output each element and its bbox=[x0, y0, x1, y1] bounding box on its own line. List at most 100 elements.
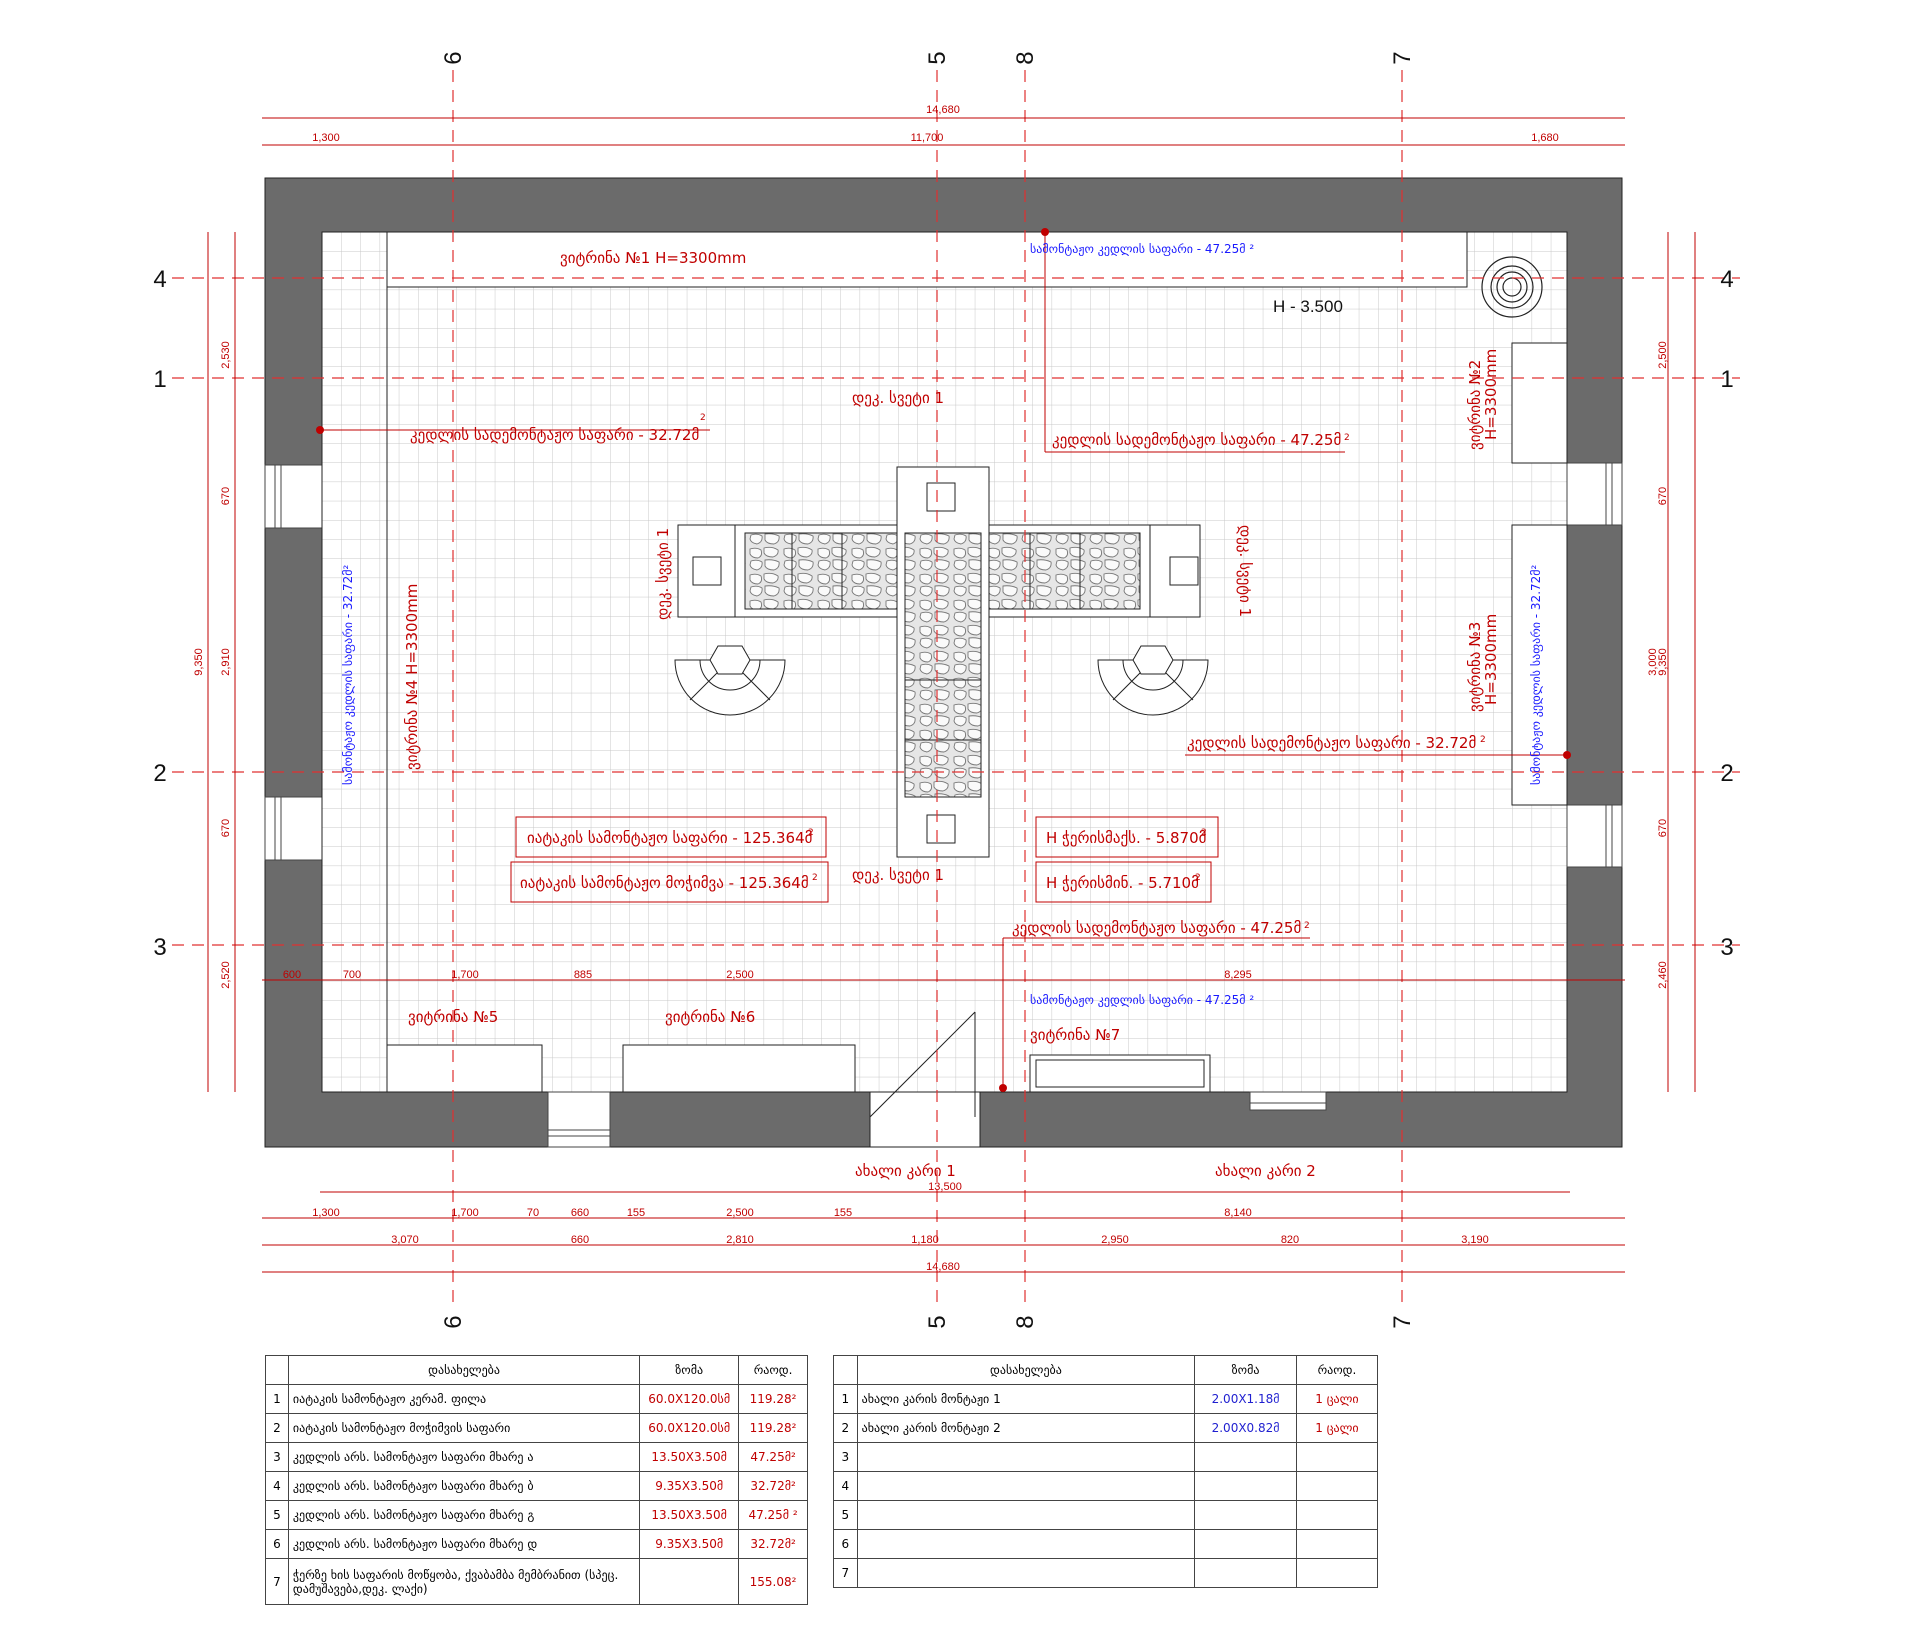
axis-label-bottom: 6 bbox=[440, 1315, 467, 1328]
dim-bottom-1: 155 bbox=[627, 1207, 645, 1219]
axis-lines bbox=[172, 70, 1740, 1310]
door-opening bbox=[869, 1011, 981, 1148]
demolish-left-label: კედლის სადემონტაჟო საფარი - 32.72მ bbox=[410, 426, 699, 444]
install-left-label: სამონტაჟო კედლის საფარი - 32.72მ² bbox=[341, 564, 355, 785]
window-5-label: ვიტრინა №5 bbox=[408, 1008, 498, 1026]
dek-column-left: დეკ. სვეტი 1 bbox=[654, 528, 672, 620]
header-cell: რაოდ. bbox=[1295, 1355, 1379, 1385]
axis-label-top: 6 bbox=[440, 51, 467, 64]
dim-right-inner: 2,500 bbox=[1657, 341, 1669, 369]
ceiling-max-label: H ჭერისმაქს. - 5.870მ bbox=[1046, 829, 1206, 847]
ceiling-max-box bbox=[1035, 816, 1219, 858]
window-openings bbox=[264, 462, 1623, 1148]
table-header: დასახელება ზომა რაოდ. bbox=[833, 1355, 1379, 1385]
window-2-label: ვიტრინა №2 bbox=[1466, 360, 1484, 450]
dim-bottom-1: 2,500 bbox=[726, 1207, 754, 1219]
dim-bottom-1: 660 bbox=[571, 1207, 589, 1219]
header-cell bbox=[265, 1355, 289, 1385]
header-cell: დასახელება bbox=[287, 1355, 641, 1385]
superscript-two: 2 bbox=[808, 828, 814, 838]
dim-right-inner: 670 bbox=[1657, 819, 1669, 837]
demolish-right-label: კედლის სადემონტაჟო საფარი - 32.72მ bbox=[1187, 734, 1476, 752]
dim-bottom-total: 14,680 bbox=[926, 1261, 960, 1273]
window-3-height: H=3300mm bbox=[1482, 614, 1500, 705]
superscript-two: 2 bbox=[1195, 873, 1201, 883]
header-cell bbox=[833, 1355, 858, 1385]
dim-right-outer: 9,350 bbox=[1657, 648, 1669, 676]
dim-right-inner: 2,460 bbox=[1657, 961, 1669, 989]
superscript-two: 2 bbox=[1304, 921, 1310, 931]
axis-label-left: 1 bbox=[153, 366, 166, 393]
dim-bottom-2: 660 bbox=[571, 1234, 589, 1246]
superscript-two: 2 bbox=[1201, 828, 1207, 838]
door-1-label: ახალი კარი 1 bbox=[855, 1162, 956, 1180]
dim-right-inner: 670 bbox=[1657, 487, 1669, 505]
dim-left-inner: 2,530 bbox=[220, 341, 232, 369]
window-4-label: ვიტრინა №4 H=3300mm bbox=[403, 584, 421, 770]
axis-label-top: 7 bbox=[1389, 51, 1416, 64]
dim-bottom-2: 1,180 bbox=[911, 1234, 939, 1246]
header-cell: რაოდ. bbox=[738, 1355, 808, 1385]
dim-bottom-1: 1,300 bbox=[312, 1207, 340, 1219]
install-bottom-label: სამონტაჟო კედლის საფარი - 47.25მ ² bbox=[1030, 993, 1254, 1007]
floor-prep-label: იატაკის სამონტაჟო მოჭიმვა - 125.364მ bbox=[520, 874, 809, 892]
install-top-label: სამონტაჟო კედლის საფარი - 47.25მ ² bbox=[1030, 242, 1254, 256]
table-row: 6 bbox=[833, 1529, 1379, 1559]
axis-label-bottom: 8 bbox=[1012, 1315, 1039, 1328]
window-7-label: ვიტრინა №7 bbox=[1030, 1026, 1120, 1044]
dim-bottom-1: 1,700 bbox=[451, 1207, 479, 1219]
superscript-two: 2 bbox=[1480, 735, 1486, 745]
superscript-two: 2 bbox=[812, 873, 818, 883]
table-row: 7 bbox=[833, 1558, 1379, 1588]
dim-bottom-2: 2,950 bbox=[1101, 1234, 1129, 1246]
superscript-two: 2 bbox=[1344, 433, 1350, 443]
column-ring bbox=[1481, 256, 1543, 318]
table-row: 5 bbox=[833, 1500, 1379, 1530]
dim-left-inner: 670 bbox=[220, 487, 232, 505]
axis-label-left: 4 bbox=[153, 266, 166, 293]
axis-label-bottom: 7 bbox=[1389, 1315, 1416, 1328]
table-header: დასახელება ზომა რაოდ. bbox=[265, 1355, 808, 1385]
axis-label-left: 2 bbox=[153, 760, 166, 787]
dim-top-part: 1,680 bbox=[1531, 132, 1559, 144]
demolish-top-label: კედლის სადემონტაჟო საფარი - 47.25მ bbox=[1052, 431, 1341, 449]
axis-label-top: 8 bbox=[1012, 51, 1039, 64]
window-2-height: H=3300mm bbox=[1482, 349, 1500, 440]
dim-bottom-1: 8,140 bbox=[1224, 1207, 1252, 1219]
dim-right-inner: 3,000 bbox=[1647, 648, 1659, 676]
dim-bottom-2: 3,190 bbox=[1461, 1234, 1489, 1246]
dim-inner: 8,295 bbox=[1224, 969, 1252, 981]
dim-bottom-1: 70 bbox=[527, 1207, 539, 1219]
dek-column-top: დეკ. სვეტი 1 bbox=[852, 389, 944, 407]
floor-prep-box bbox=[510, 861, 829, 903]
axis-label-right: 2 bbox=[1720, 760, 1733, 787]
window-1-label: ვიტრინა №1 H=3300mm bbox=[560, 249, 746, 267]
ceiling-min-label: H ჭერისმინ. - 5.710მ bbox=[1046, 874, 1199, 892]
header-cell: დასახელება bbox=[856, 1355, 1196, 1385]
table-row: 4 bbox=[833, 1471, 1379, 1501]
dim-bottom-1: 155 bbox=[834, 1207, 852, 1219]
axis-label-right: 3 bbox=[1720, 934, 1733, 961]
dim-top-part: 1,300 bbox=[312, 132, 340, 144]
dim-doors: 13,500 bbox=[928, 1181, 962, 1193]
dimension-lines bbox=[207, 117, 1696, 1273]
table-row: 3 bbox=[833, 1442, 1379, 1472]
header-cell: ზომა bbox=[1194, 1355, 1297, 1385]
dim-bottom-2: 820 bbox=[1281, 1234, 1299, 1246]
dim-left-inner: 2,520 bbox=[220, 961, 232, 989]
dim-top-total: 14,680 bbox=[926, 104, 960, 116]
door-2-label: ახალი კარი 2 bbox=[1215, 1162, 1316, 1180]
install-right-label: სამონტაჟო კედლის საფარი - 32.72მ² bbox=[1529, 564, 1543, 785]
axis-label-bottom: 5 bbox=[924, 1315, 951, 1328]
dim-bottom-2: 2,810 bbox=[726, 1234, 754, 1246]
